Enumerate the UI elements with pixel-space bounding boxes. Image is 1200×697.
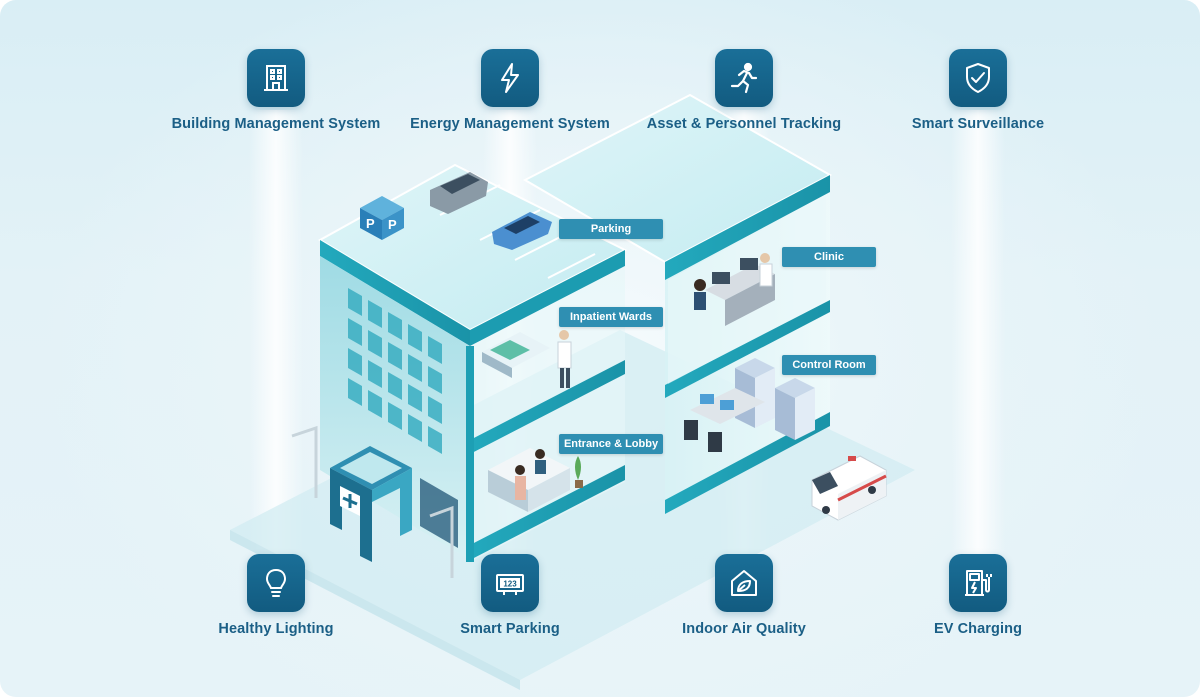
zone-tag-parking: Parking <box>559 219 663 239</box>
parking-sign-cube: P P <box>360 196 404 240</box>
feature-label: Smart Parking <box>460 621 560 637</box>
feature-asset-tracking: Asset & Personnel Tracking <box>624 49 864 132</box>
ev-charger-icon <box>949 554 1007 612</box>
feature-smart-surveillance: Smart Surveillance <box>858 49 1098 132</box>
feature-label: Building Management System <box>171 116 381 132</box>
feature-energy-management: Energy Management System <box>390 49 630 132</box>
roof-car-van <box>430 172 488 214</box>
main-tower-top-edge-right <box>470 250 625 346</box>
feature-label: Smart Surveillance <box>911 116 1045 132</box>
svg-text:P: P <box>366 216 375 231</box>
feature-label: Energy Management System <box>410 116 610 132</box>
control-room-floor <box>665 412 830 514</box>
back-tower-edge <box>665 175 830 280</box>
ambulance <box>811 455 887 521</box>
feature-label: EV Charging <box>933 621 1023 637</box>
parking-display-icon: 123 <box>481 554 539 612</box>
feature-healthy-lighting: Healthy Lighting <box>156 554 396 637</box>
shield-check-icon <box>949 49 1007 107</box>
main-tower-top-edge <box>320 240 470 346</box>
clinic-floor <box>665 300 830 398</box>
feature-label: Healthy Lighting <box>218 621 334 637</box>
svg-text:123: 123 <box>503 580 517 589</box>
feature-label: Asset & Personnel Tracking <box>646 116 842 132</box>
inpatient-floor <box>470 360 625 454</box>
lobby-floor <box>470 465 625 560</box>
facade-windows <box>348 288 442 454</box>
main-tower-corner <box>466 346 474 562</box>
zone-tag-clinic: Clinic <box>782 247 876 267</box>
lobby-scene <box>488 448 583 512</box>
inpatient-scene <box>482 330 572 388</box>
feature-indoor-air-quality: Indoor Air Quality <box>624 554 864 637</box>
lightbulb-icon <box>247 554 305 612</box>
feature-smart-parking: 123 Smart Parking <box>390 554 630 637</box>
building-icon <box>247 49 305 107</box>
zone-tag-control-room: Control Room <box>782 355 876 375</box>
running-person-icon <box>715 49 773 107</box>
clinic-scene <box>694 253 775 326</box>
feature-ev-charging: EV Charging <box>858 554 1098 637</box>
control-room-scene <box>684 358 815 452</box>
lightning-bolt-icon <box>481 49 539 107</box>
roof-car-blue <box>492 212 552 250</box>
light-beam <box>249 110 303 570</box>
svg-text:P: P <box>388 217 397 232</box>
zone-tag-inpatient-wards: Inpatient Wards <box>559 307 663 327</box>
street-lamps <box>291 425 454 578</box>
feature-label: Indoor Air Quality <box>682 621 806 637</box>
light-beam <box>951 110 1005 570</box>
feature-building-management: Building Management System <box>156 49 396 132</box>
house-leaf-icon <box>715 554 773 612</box>
zone-tag-entrance-lobby: Entrance & Lobby <box>559 434 663 454</box>
